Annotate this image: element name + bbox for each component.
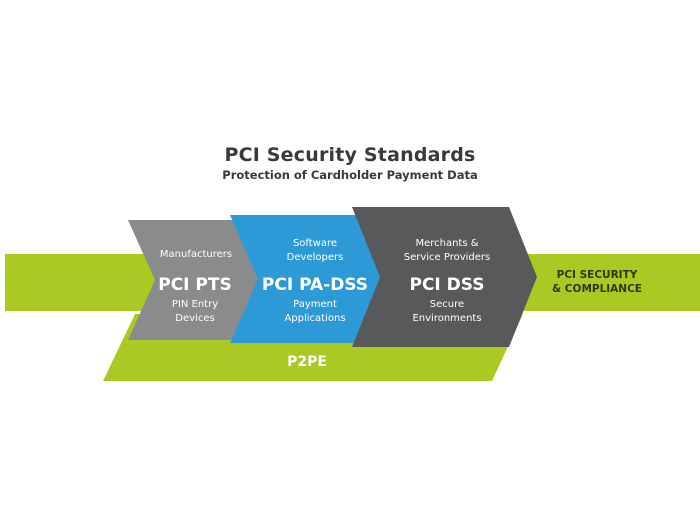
page-title: PCI Security Standards [224,144,476,166]
outcome-line1: PCI SECURITY [557,269,638,281]
dss-audience-line2: Service Providers [404,252,491,263]
outcome-line2: & COMPLIANCE [552,283,642,295]
page-subtitle: Protection of Cardholder Payment Data [222,168,478,182]
dss-audience-line1: Merchants & [415,238,478,249]
dss-scope-line1: Secure [430,299,464,310]
dss-scope-line2: Environments [412,313,481,324]
pa-dss-scope-line1: Payment [293,299,337,310]
pa-dss-standard-label: PCI PA-DSS [262,275,368,295]
dss-standard-label: PCI DSS [409,275,484,295]
dss-chevron [352,207,537,347]
pts-scope-line2: Devices [175,313,214,324]
pa-dss-scope-line2: Applications [284,313,345,324]
p2pe-label: P2PE [287,354,327,370]
pts-standard-label: PCI PTS [158,275,231,295]
pa-dss-chevron [230,215,400,343]
pa-dss-audience-line2: Developers [287,252,344,263]
pa-dss-audience-line1: Software [293,238,337,249]
pts-audience-label: Manufacturers [160,249,232,260]
pts-scope-line1: PIN Entry [172,299,218,310]
